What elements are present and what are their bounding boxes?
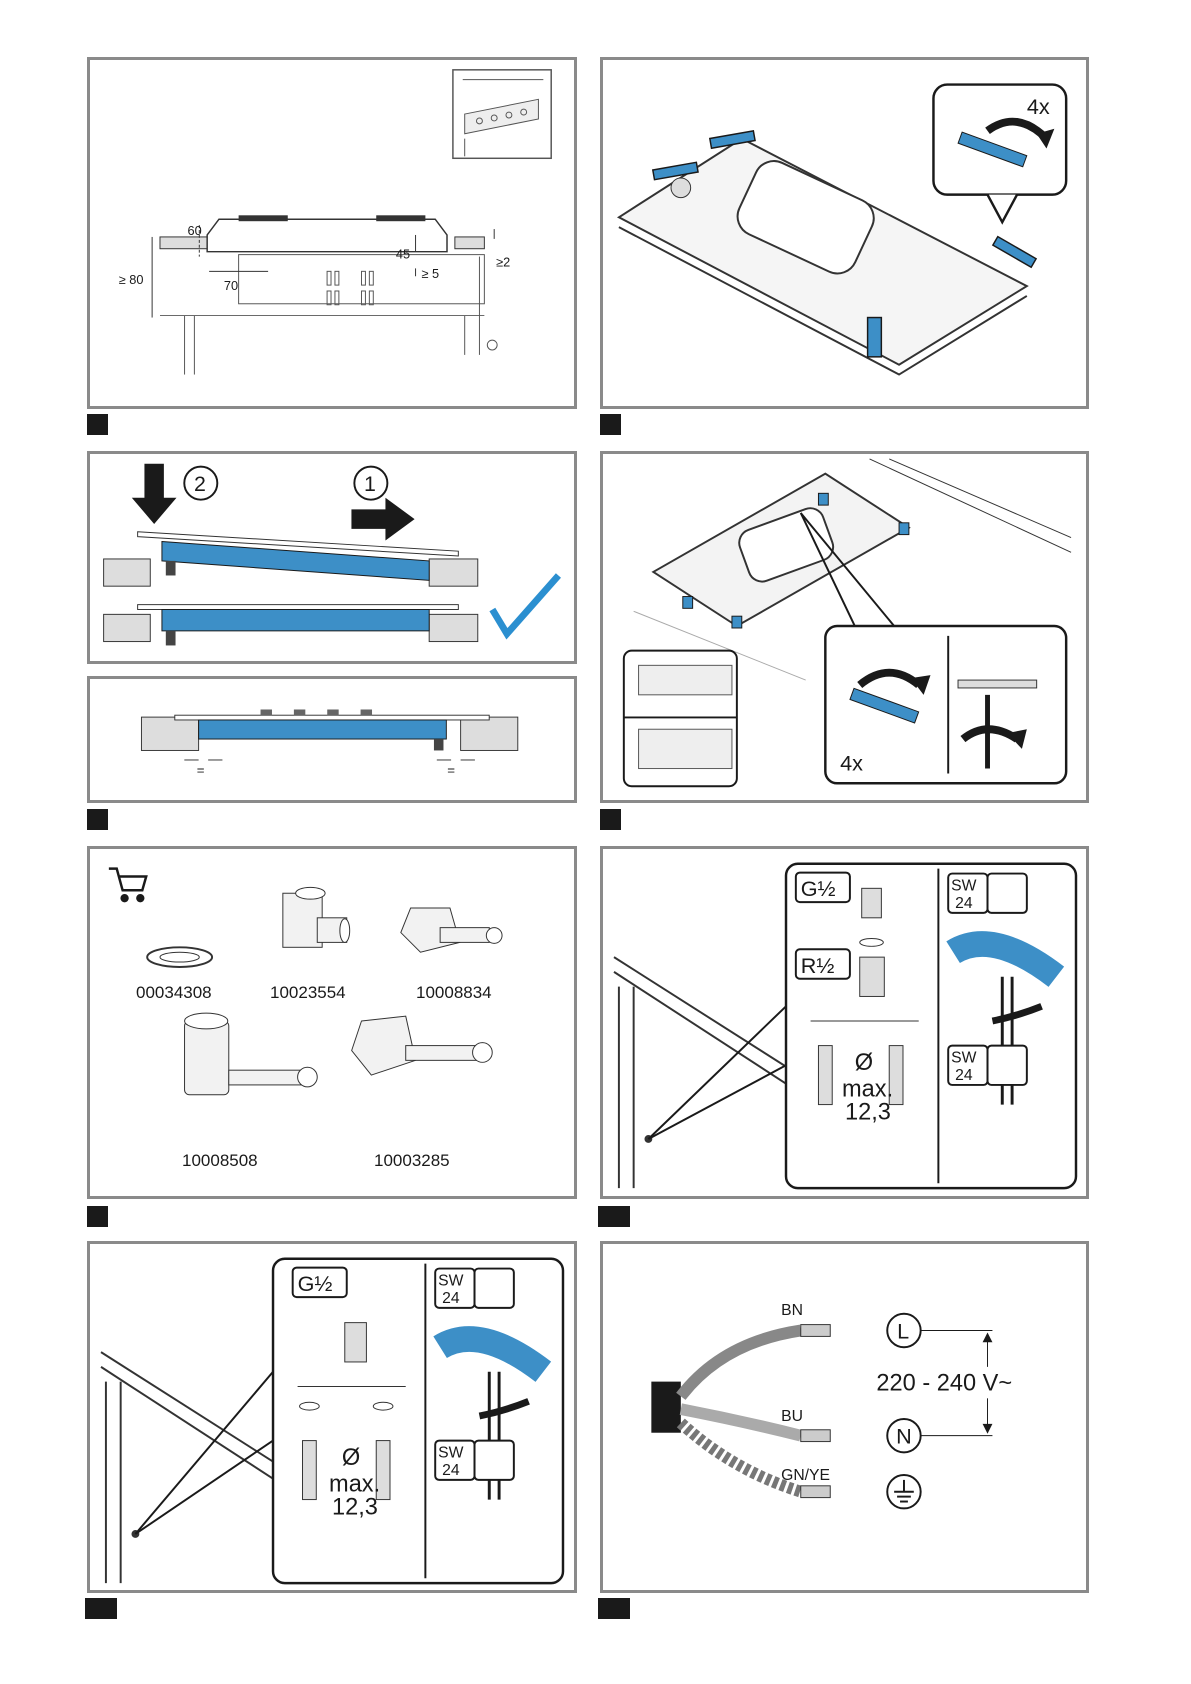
part-number-hex-fitting: 10008834 xyxy=(416,983,492,1003)
dim-45-label: 45 xyxy=(396,247,410,262)
clearance-drawing: = = xyxy=(90,679,574,800)
step-1-label: 1 xyxy=(364,472,376,496)
figure-insert-hob: 2 1 xyxy=(87,451,577,664)
figure-mounting-clips: 4x xyxy=(600,57,1089,409)
diameter-symbol: Ø xyxy=(855,1049,873,1075)
checkmark-icon xyxy=(492,575,558,633)
step-marker-8 xyxy=(598,1598,630,1619)
step-marker-4 xyxy=(600,809,621,830)
gas-adapter-drawing: G½ R½ Ø max. 12,3 SW 24 SW 24 xyxy=(603,849,1086,1196)
svg-text:=: = xyxy=(197,762,205,777)
figure-installation-dimensions: ≥ 80 60 45 ≥ 5 ≥2 70 xyxy=(87,57,577,409)
clip-count-label: 4x xyxy=(1027,94,1050,119)
thread-g-label-2: G½ xyxy=(298,1271,333,1296)
figure-hob-clearance: = = xyxy=(87,676,577,803)
shopping-cart-icon xyxy=(109,869,146,901)
wiring-drawing: BN BU GN/YE L N 220 - 240 V~ xyxy=(603,1244,1086,1590)
clip-count-label-2: 4x xyxy=(840,751,863,776)
thread-r-label: R½ xyxy=(801,953,835,978)
dim-2-label: ≥2 xyxy=(496,254,510,269)
step-marker-7 xyxy=(85,1598,117,1619)
sw-value-bottom-2: 24 xyxy=(442,1462,460,1479)
figure-spare-parts: 00034308 10023554 10008834 10008508 1000… xyxy=(87,846,577,1199)
sw-label-top: SW xyxy=(951,877,976,894)
parts-drawing xyxy=(90,849,574,1196)
ground-icon xyxy=(887,1475,920,1508)
wrench-icon xyxy=(988,874,1027,913)
clips-drawing: 4x xyxy=(603,60,1086,406)
svg-text:=: = xyxy=(447,762,455,777)
part-number-elbow-nozzle: 10008508 xyxy=(182,1151,258,1171)
voltage-label: 220 - 240 V~ xyxy=(876,1369,1012,1395)
terminal-n-label: N xyxy=(896,1424,912,1449)
step-2-label: 2 xyxy=(194,472,206,496)
wrench-icon-2 xyxy=(475,1269,514,1308)
dim-60-label: 60 xyxy=(188,223,202,238)
wrench-icon-bottom-2 xyxy=(475,1441,514,1480)
terminal-l-label: L xyxy=(897,1318,909,1343)
dim-5-label: ≥ 5 xyxy=(421,266,439,281)
dim-70-label: 70 xyxy=(224,278,238,293)
insert-hob-drawing: 2 1 xyxy=(90,454,574,661)
wrench-icon-bottom xyxy=(988,1046,1027,1085)
arrow-right-icon xyxy=(351,498,414,541)
thread-g-label: G½ xyxy=(801,876,836,901)
sw-value-top-2: 24 xyxy=(442,1290,460,1307)
dim-80-label: ≥ 80 xyxy=(119,272,144,287)
part-number-washer: 00034308 xyxy=(136,983,212,1003)
arrow-down-icon xyxy=(132,464,177,524)
max-value-2: 12,3 xyxy=(332,1493,378,1519)
sw-value-bottom: 24 xyxy=(955,1067,973,1084)
wire-gnye-label: GN/YE xyxy=(781,1467,830,1484)
dimensions-drawing: ≥ 80 60 45 ≥ 5 ≥2 70 xyxy=(90,60,574,406)
gas-direct-drawing: G½ Ø max. 12,3 SW 24 SW 24 xyxy=(90,1244,574,1590)
part-number-elbow: 10023554 xyxy=(270,983,346,1003)
sw-label-top-2: SW xyxy=(438,1272,463,1289)
wire-bn-label: BN xyxy=(781,1302,803,1319)
figure-gas-connection-adapter: G½ R½ Ø max. 12,3 SW 24 SW 24 xyxy=(600,846,1089,1199)
diameter-symbol-2: Ø xyxy=(342,1444,360,1470)
max-value: 12,3 xyxy=(845,1098,891,1124)
step-marker-5 xyxy=(87,1206,108,1227)
step-marker-6 xyxy=(598,1206,630,1227)
sw-value-top: 24 xyxy=(955,895,973,912)
part-number-hex-nozzle: 10003285 xyxy=(374,1151,450,1171)
step-marker-1 xyxy=(87,414,108,435)
step-marker-2 xyxy=(600,414,621,435)
fix-clips-drawing: 4x xyxy=(603,454,1086,800)
wire-bu-label: BU xyxy=(781,1408,803,1425)
step-marker-3 xyxy=(87,809,108,830)
sw-label-bottom: SW xyxy=(951,1049,976,1066)
figure-fix-clips: 4x xyxy=(600,451,1089,803)
figure-electrical-connection: BN BU GN/YE L N 220 - 240 V~ xyxy=(600,1241,1089,1593)
figure-gas-connection-direct: G½ Ø max. 12,3 SW 24 SW 24 xyxy=(87,1241,577,1593)
sw-label-bottom-2: SW xyxy=(438,1444,463,1461)
